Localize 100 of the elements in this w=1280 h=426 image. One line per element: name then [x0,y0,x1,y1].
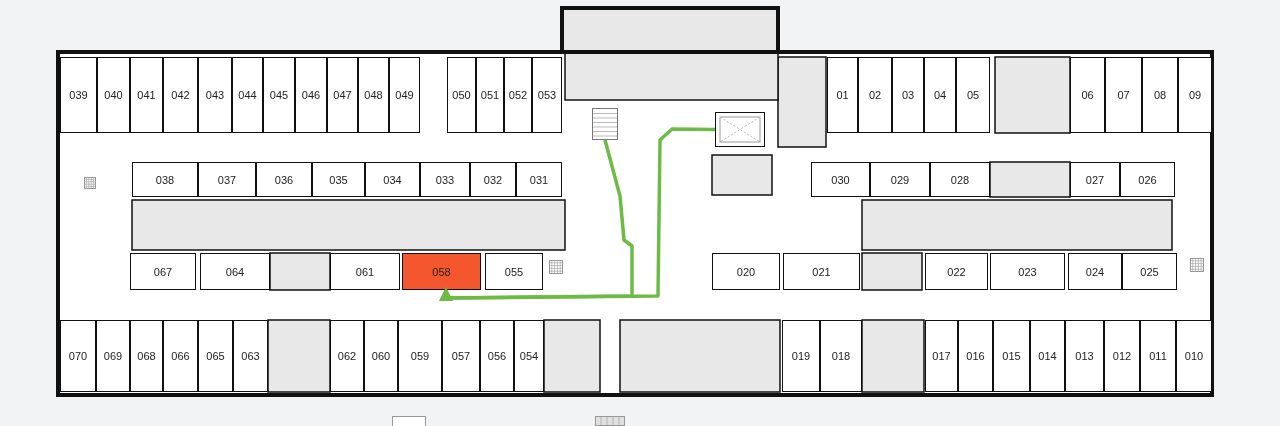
unit-number: 037 [217,173,237,186]
storage-unit [925,253,988,290]
unit-number: 09 [1188,89,1202,101]
unit-number: 04 [933,89,947,101]
storage-unit [480,320,514,392]
storage-unit [782,320,820,392]
unit-number: 02 [868,89,882,101]
storage-unit [442,320,480,392]
storage-unit [398,320,442,392]
storage-unit [1068,253,1122,290]
unit-number: 053 [537,89,557,101]
unit-number: 039 [69,89,88,101]
storage-unit [233,320,268,392]
storage-unit [1122,253,1177,290]
unit-number: 047 [333,89,352,101]
storage-unit [504,57,532,133]
unit-number: 070 [68,350,88,362]
unit-number: 016 [966,350,985,362]
unit-number: 052 [508,89,528,101]
route-arrow [439,127,715,302]
storage-unit [958,320,993,392]
unit-number: 013 [1075,350,1094,362]
unit-number: 010 [1184,350,1204,362]
unit-number: 046 [301,89,321,101]
unit-number: 05 [966,89,980,101]
storage-unit [1105,57,1142,133]
unit-number: 018 [831,350,851,362]
storage-unit [389,57,420,133]
storage-unit [892,57,924,133]
unit-number: 035 [329,173,348,186]
unit-number: 044 [238,89,257,101]
storage-unit [327,57,358,133]
unit-number: 011 [1149,350,1167,362]
storage-unit [232,57,263,133]
unit-number: 028 [950,173,970,186]
staircase [592,108,618,140]
storage-unit [132,162,198,197]
unit-number: 029 [890,173,910,186]
unit-number: 03 [901,89,915,101]
storage-unit [200,253,270,290]
storage-unit [96,320,130,392]
unit-number: 057 [451,350,471,362]
storage-unit [198,320,233,392]
unit-number: 020 [736,265,756,278]
storage-unit [1070,57,1105,133]
unit-number: 036 [274,173,294,186]
storage-unit [1065,320,1104,392]
unit-number: 058 [432,265,451,278]
storage-unit [97,57,130,133]
storage-unit [198,162,256,197]
unit-number: 069 [103,350,123,362]
unit-number: 024 [1085,265,1105,278]
unit-number: 045 [269,89,289,101]
storage-unit [470,162,516,197]
storage-unit [447,57,476,133]
storage-unit [712,253,780,290]
unit-number: 021 [812,265,831,278]
unit-number: 068 [137,350,156,362]
storage-unit [811,162,870,197]
storage-unit [198,57,232,133]
unit-number: 054 [519,350,539,362]
unit-number: 064 [225,265,245,278]
storage-unit [130,320,163,392]
storage-unit [925,320,958,392]
unit-number: 025 [1140,265,1159,278]
storage-unit [365,162,420,197]
unit-number: 031 [529,173,549,186]
storage-unit [485,253,543,290]
unit-number: 023 [1018,265,1037,278]
unit-number: 027 [1085,173,1105,186]
unit-number: 055 [504,265,524,278]
storage-unit [1178,57,1212,133]
unit-number: 030 [831,173,850,186]
storage-unit [990,253,1065,290]
unit-number: 06 [1081,89,1094,101]
storage-unit [1104,320,1140,392]
storage-unit [130,57,163,133]
unit-number: 033 [435,173,455,186]
unit-number: 019 [791,350,811,362]
unit-number: 066 [171,350,190,362]
storage-unit [163,320,198,392]
storage-unit [330,320,364,392]
storage-unit [783,253,860,290]
unit-number: 050 [452,89,471,101]
unit-number: 060 [371,350,391,362]
unit-number: 022 [947,265,966,278]
unit-number: 065 [206,350,225,362]
storage-unit [858,57,892,133]
unit-number: 032 [483,173,503,186]
unit-number: 062 [337,350,357,362]
storage-unit [163,57,198,133]
storage-unit [532,57,562,133]
storage-unit [1176,320,1212,392]
unit-number: 038 [155,173,175,186]
unit-number: 014 [1038,350,1057,362]
storage-unit [420,162,470,197]
storage-unit [1140,320,1176,392]
storage-unit [263,57,295,133]
storage-unit [312,162,365,197]
unit-number: 015 [1002,350,1021,362]
